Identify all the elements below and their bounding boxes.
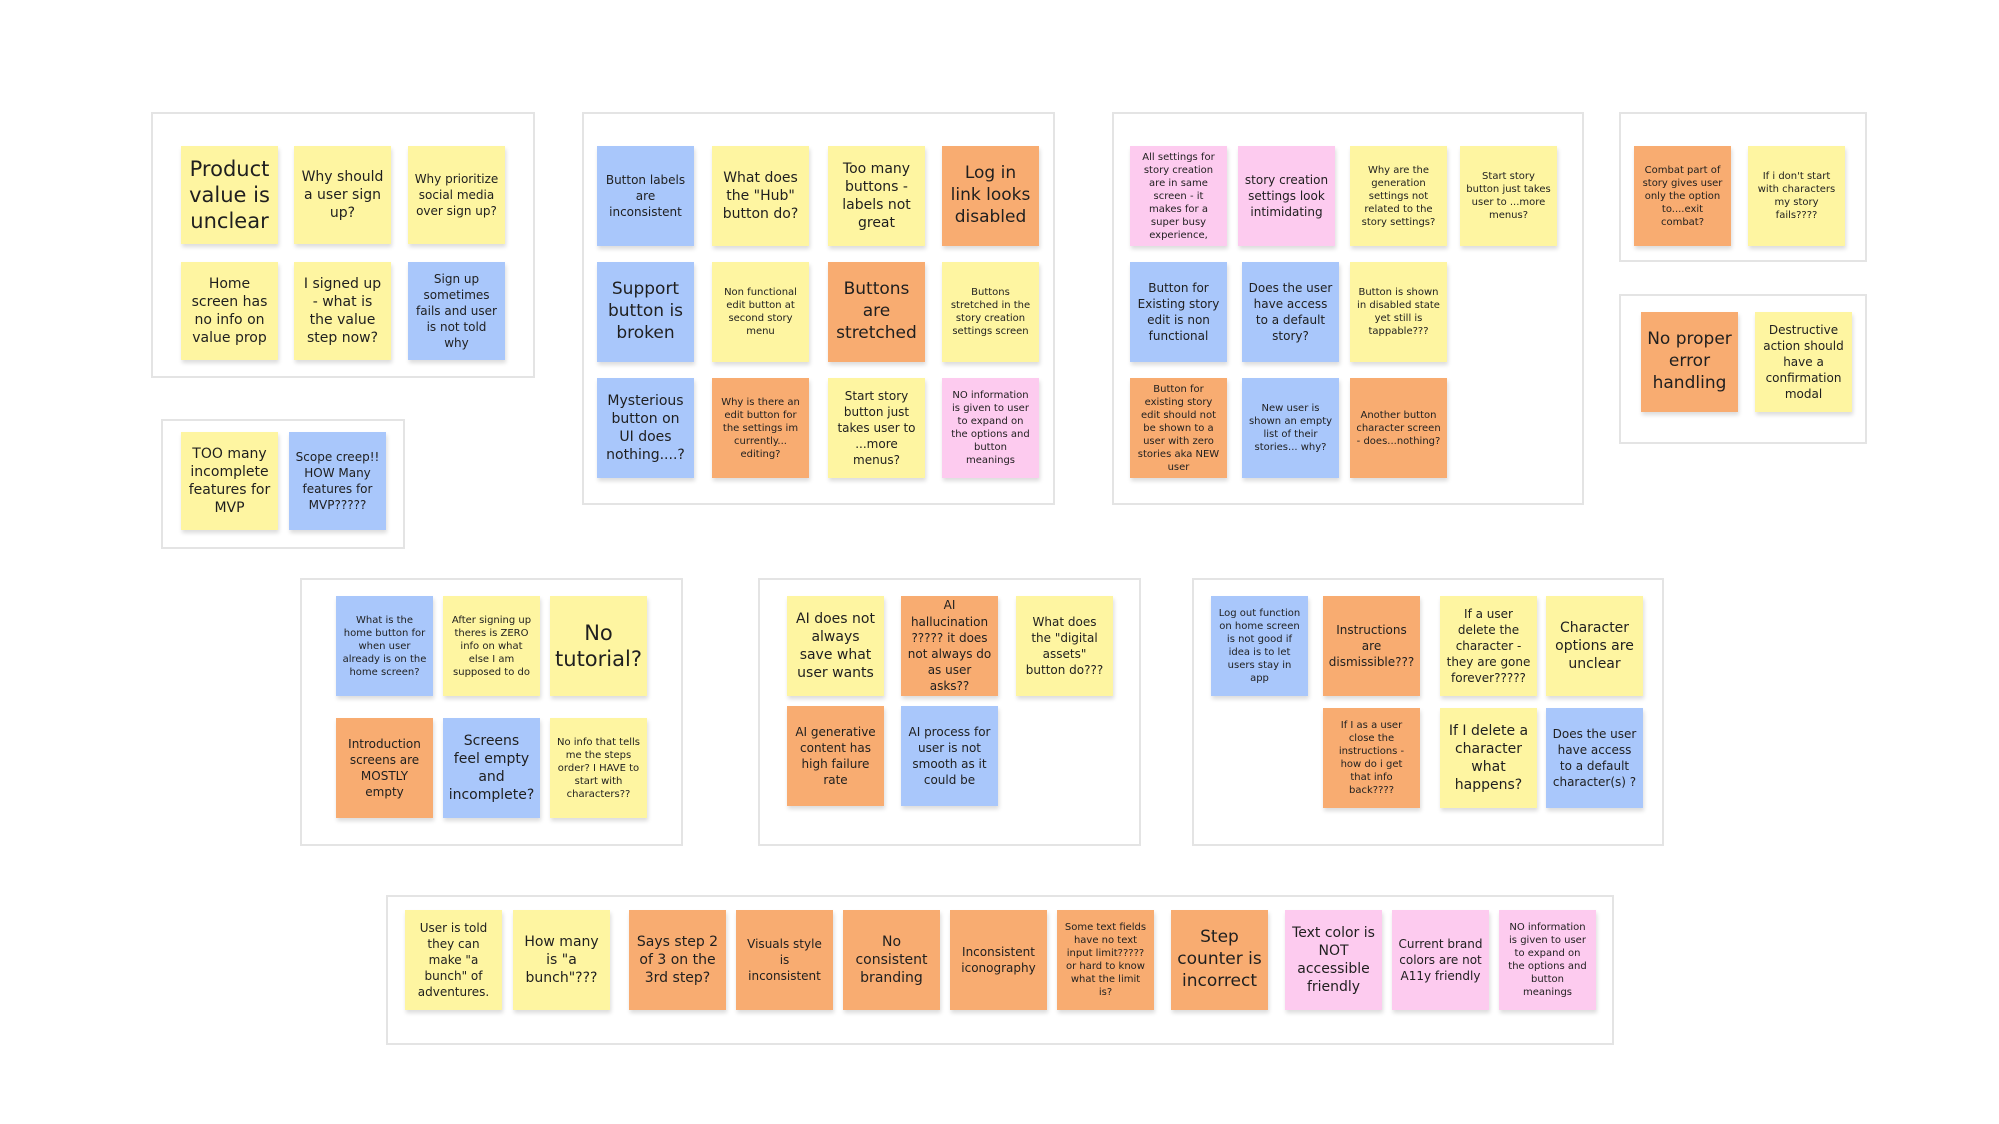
sticky-note[interactable]: Button labels are inconsistent: [597, 146, 694, 246]
sticky-note[interactable]: Log in link looks disabled: [942, 146, 1039, 246]
sticky-note[interactable]: Does the user have access to a default s…: [1242, 262, 1339, 362]
sticky-note[interactable]: After signing up theres is ZERO info on …: [443, 596, 540, 696]
sticky-note[interactable]: What does the "Hub" button do?: [712, 146, 809, 246]
sticky-note[interactable]: Non functional edit button at second sto…: [712, 262, 809, 362]
sticky-note[interactable]: What is the home button for when user al…: [336, 596, 433, 696]
sticky-note[interactable]: Screens feel empty and incomplete?: [443, 718, 540, 818]
sticky-note[interactable]: Text color is NOT accessible friendly: [1285, 910, 1382, 1010]
sticky-note[interactable]: NO information is given to user to expan…: [942, 378, 1039, 478]
sticky-note[interactable]: Start story button just takes user to ..…: [828, 378, 925, 478]
sticky-note[interactable]: Log out function on home screen is not g…: [1211, 596, 1308, 696]
sticky-note[interactable]: Button for Existing story edit is non fu…: [1130, 262, 1227, 362]
sticky-note[interactable]: No consistent branding: [843, 910, 940, 1010]
sticky-note[interactable]: Button is shown in disabled state yet st…: [1350, 262, 1447, 362]
sticky-note[interactable]: AI hallucination ????? it does not alway…: [901, 596, 998, 696]
sticky-note[interactable]: How many is "a bunch"???: [513, 910, 610, 1010]
sticky-note[interactable]: TOO many incomplete features for MVP: [181, 432, 278, 530]
sticky-note[interactable]: Character options are unclear: [1546, 596, 1643, 696]
sticky-note[interactable]: NO information is given to user to expan…: [1499, 910, 1596, 1010]
sticky-note[interactable]: Why should a user sign up?: [294, 146, 391, 244]
sticky-note[interactable]: I signed up - what is the value step now…: [294, 262, 391, 360]
sticky-note[interactable]: Why is there an edit button for the sett…: [712, 378, 809, 478]
sticky-note[interactable]: Introduction screens are MOSTLY empty: [336, 718, 433, 818]
sticky-note[interactable]: Current brand colors are not A11y friend…: [1392, 910, 1489, 1010]
sticky-note[interactable]: Combat part of story gives user only the…: [1634, 146, 1731, 246]
sticky-note[interactable]: If I as a user close the instructions - …: [1323, 708, 1420, 808]
sticky-note[interactable]: Inconsistent iconography: [950, 910, 1047, 1010]
sticky-note[interactable]: Does the user have access to a default c…: [1546, 708, 1643, 808]
sticky-note[interactable]: No info that tells me the steps order? I…: [550, 718, 647, 818]
sticky-note[interactable]: User is told they can make "a bunch" of …: [405, 910, 502, 1010]
sticky-note[interactable]: Instructions are dismissible???: [1323, 596, 1420, 696]
sticky-note[interactable]: Why are the generation settings not rela…: [1350, 146, 1447, 246]
sticky-note[interactable]: Support button is broken: [597, 262, 694, 362]
sticky-note[interactable]: Product value is unclear: [181, 146, 278, 244]
sticky-note[interactable]: AI does not always save what user wants: [787, 596, 884, 696]
sticky-note[interactable]: Some text fields have no text input limi…: [1057, 910, 1154, 1010]
sticky-note[interactable]: No proper error handling: [1641, 312, 1738, 412]
sticky-note[interactable]: Visuals style is inconsistent: [736, 910, 833, 1010]
sticky-note[interactable]: Home screen has no info on value prop: [181, 262, 278, 360]
sticky-note[interactable]: Mysterious button on UI does nothing....…: [597, 378, 694, 478]
sticky-note[interactable]: AI process for user is not smooth as it …: [901, 706, 998, 806]
sticky-note[interactable]: Scope creep!! HOW Many features for MVP?…: [289, 432, 386, 530]
sticky-note[interactable]: Step counter is incorrect: [1171, 910, 1268, 1010]
sticky-note[interactable]: If I delete a character what happens?: [1440, 708, 1537, 808]
sticky-note[interactable]: Destructive action should have a confirm…: [1755, 312, 1852, 412]
sticky-note[interactable]: AI generative content has high failure r…: [787, 706, 884, 806]
sticky-note[interactable]: Another button character screen - does..…: [1350, 378, 1447, 478]
sticky-note[interactable]: Buttons stretched in the story creation …: [942, 262, 1039, 362]
sticky-note[interactable]: Too many buttons - labels not great: [828, 146, 925, 246]
sticky-note[interactable]: If i don't start with characters my stor…: [1748, 146, 1845, 246]
sticky-note[interactable]: No tutorial?: [550, 596, 647, 696]
sticky-note[interactable]: Start story button just takes user to ..…: [1460, 146, 1557, 246]
sticky-note[interactable]: If a user delete the character - they ar…: [1440, 596, 1537, 696]
sticky-note[interactable]: What does the "digital assets" button do…: [1016, 596, 1113, 696]
sticky-note[interactable]: Why prioritize social media over sign up…: [408, 146, 505, 244]
sticky-note[interactable]: Sign up sometimes fails and user is not …: [408, 262, 505, 360]
sticky-note[interactable]: All settings for story creation are in s…: [1130, 146, 1227, 246]
sticky-note[interactable]: Says step 2 of 3 on the 3rd step?: [629, 910, 726, 1010]
sticky-note[interactable]: Button for existing story edit should no…: [1130, 378, 1227, 478]
sticky-note[interactable]: story creation settings look intimidatin…: [1238, 146, 1335, 246]
sticky-note[interactable]: Buttons are stretched: [828, 262, 925, 362]
sticky-note[interactable]: New user is shown an empty list of their…: [1242, 378, 1339, 478]
